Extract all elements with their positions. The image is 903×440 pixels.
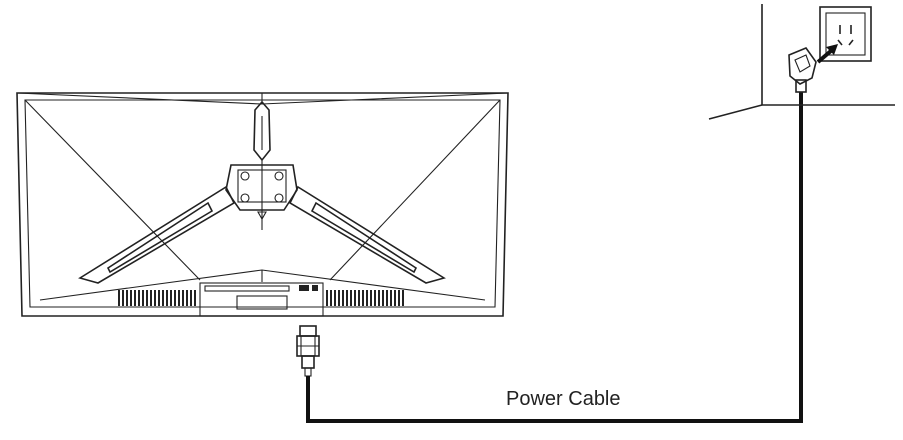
iec-power-connector xyxy=(296,325,320,377)
vent-slot xyxy=(370,290,372,306)
vent-slot xyxy=(394,290,396,306)
vent-slot xyxy=(402,290,404,306)
vent-slot xyxy=(350,290,352,306)
vent-grille-right xyxy=(326,290,404,306)
port-panel xyxy=(199,282,324,317)
vent-slot xyxy=(142,290,144,306)
vent-slot xyxy=(334,290,336,306)
power-cable xyxy=(306,92,803,423)
vent-slot xyxy=(194,290,196,306)
vent-slot xyxy=(122,290,124,306)
vent-slot xyxy=(342,290,344,306)
power-cable-label: Power Cable xyxy=(506,388,621,410)
vent-slot xyxy=(362,290,364,306)
vent-slot xyxy=(178,290,180,306)
vent-slot xyxy=(146,290,148,306)
vent-slot xyxy=(354,290,356,306)
vent-slot xyxy=(130,290,132,306)
vent-slot xyxy=(158,290,160,306)
wall-plug xyxy=(788,47,817,93)
vent-slot xyxy=(398,290,400,306)
vent-slot xyxy=(182,290,184,306)
wall-outlet xyxy=(819,6,872,62)
vent-slot xyxy=(166,290,168,306)
vent-slot xyxy=(118,290,120,306)
monitor-rear xyxy=(16,92,509,317)
vent-slot xyxy=(338,290,340,306)
vent-slot xyxy=(366,290,368,306)
vent-slot xyxy=(154,290,156,306)
stand-arm-right xyxy=(288,185,446,284)
vent-slot xyxy=(174,290,176,306)
vent-slot xyxy=(126,290,128,306)
vent-slot xyxy=(170,290,172,306)
vent-slot xyxy=(346,290,348,306)
vent-slot xyxy=(186,290,188,306)
vent-slot xyxy=(382,290,384,306)
wall-corner xyxy=(708,4,895,120)
vent-grille-left xyxy=(118,290,196,306)
vesa-mount xyxy=(225,160,298,230)
vent-slot xyxy=(358,290,360,306)
insert-arrow-icon xyxy=(816,44,838,64)
vent-slot xyxy=(378,290,380,306)
vent-slot xyxy=(374,290,376,306)
vent-slot xyxy=(326,290,328,306)
vent-slot xyxy=(150,290,152,306)
stand-arm-left xyxy=(78,185,236,284)
vent-slot xyxy=(390,290,392,306)
vent-slot xyxy=(386,290,388,306)
monitor-handle xyxy=(253,100,271,162)
vent-slot xyxy=(134,290,136,306)
vent-slot xyxy=(190,290,192,306)
vent-slot xyxy=(162,290,164,306)
vent-slot xyxy=(138,290,140,306)
vent-slot xyxy=(330,290,332,306)
